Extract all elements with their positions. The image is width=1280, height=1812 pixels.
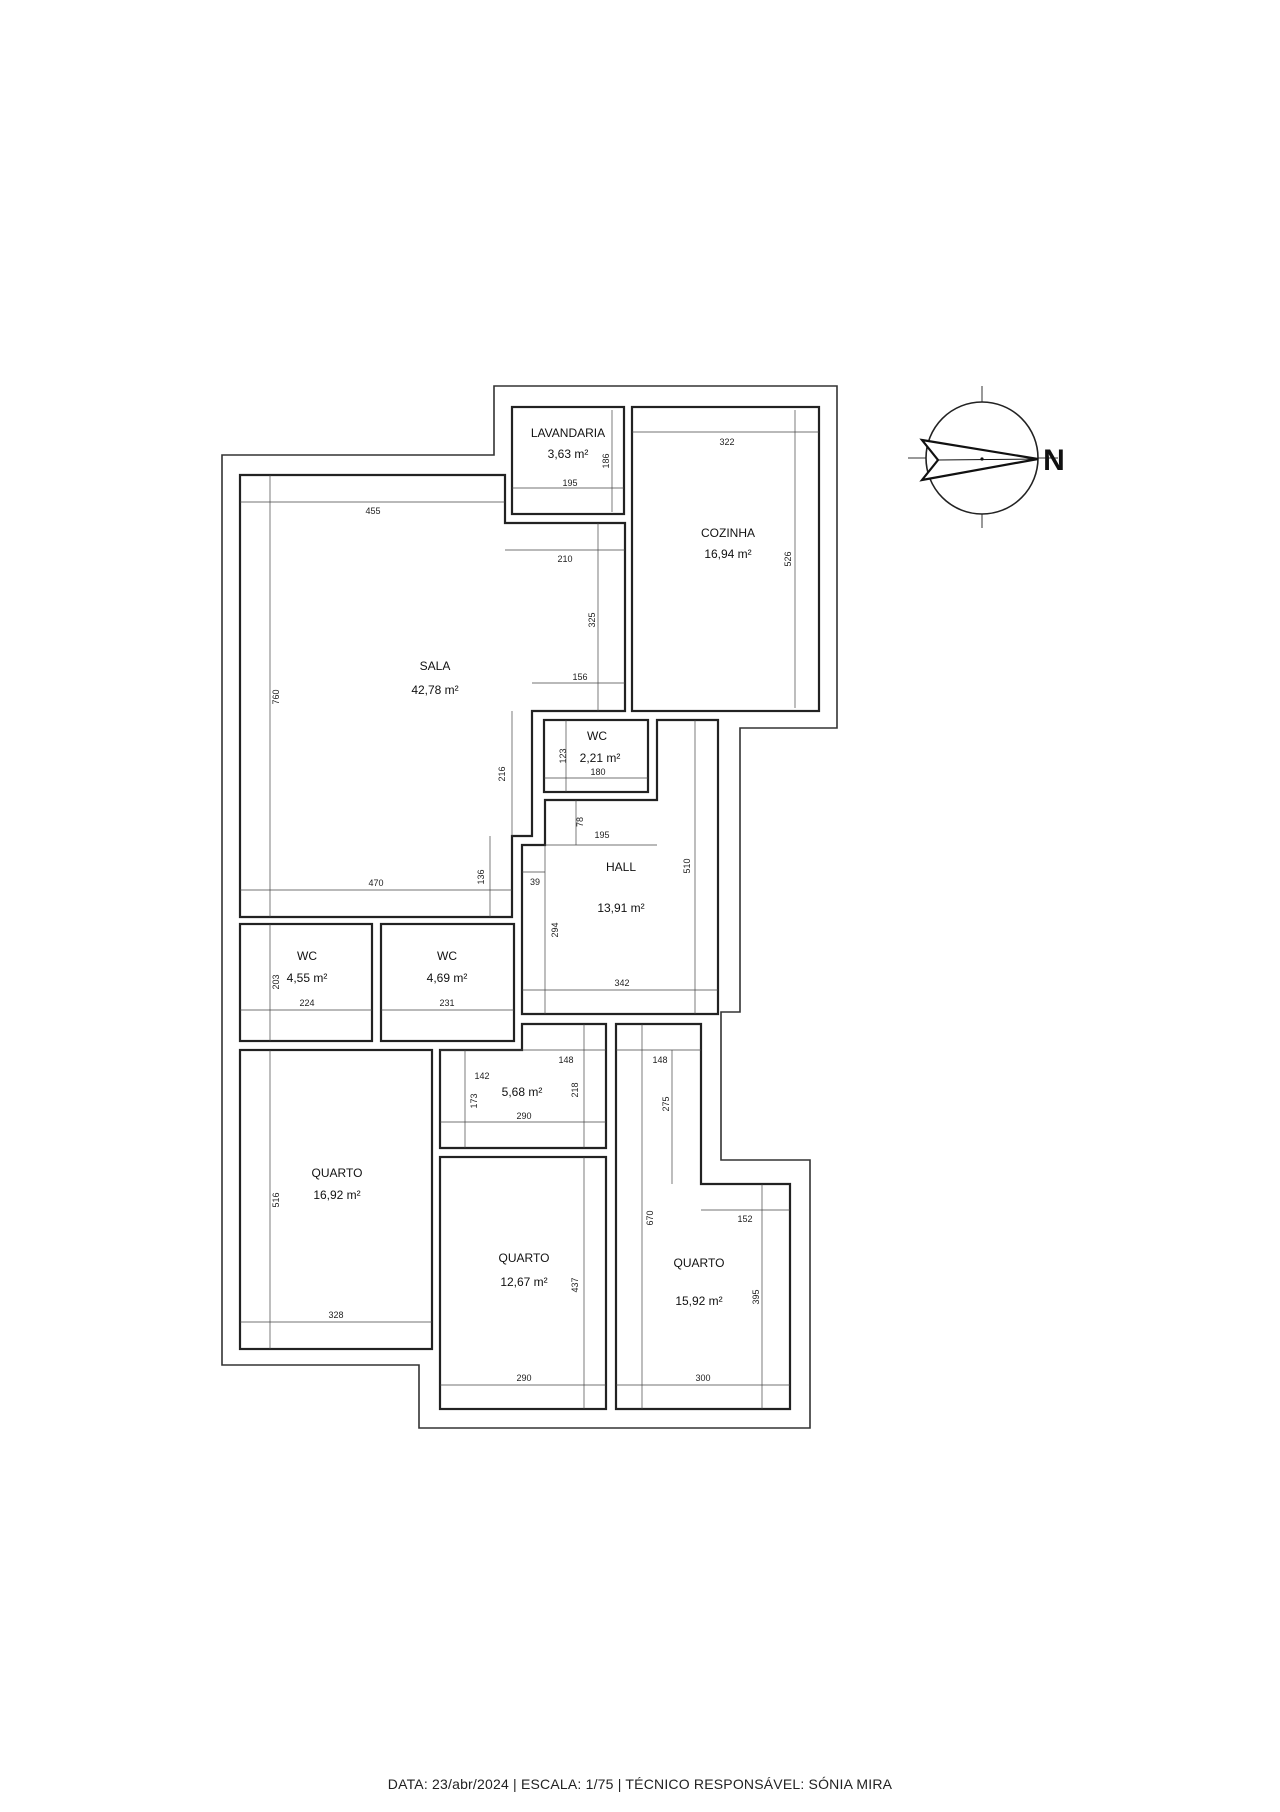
wc-left-walls <box>238 922 374 1043</box>
dimension-lines <box>240 410 819 1409</box>
outer-walls <box>221 385 838 1429</box>
dim-cl-218: 218 <box>570 1082 580 1097</box>
cozinha-area: 16,94 m² <box>704 547 751 561</box>
lavandaria-name: LAVANDARIA <box>531 426 605 440</box>
sala-name: SALA <box>420 659 451 673</box>
dim-qr-152: 152 <box>737 1214 752 1224</box>
quarto-left-name: QUARTO <box>312 1166 363 1180</box>
wc-mid-area: 4,69 m² <box>427 971 468 985</box>
dim-cl-290: 290 <box>516 1111 531 1121</box>
dim-sala-136: 136 <box>476 869 486 884</box>
dim-hall-294: 294 <box>550 922 560 937</box>
dim-sala-top: 455 <box>365 506 380 516</box>
footer-info: DATA: 23/abr/2024 | ESCALA: 1/75 | TÉCNI… <box>387 1776 893 1792</box>
sala-walls <box>238 473 627 919</box>
dim-qr-148: 148 <box>652 1055 667 1065</box>
wc-small-area: 2,21 m² <box>580 751 621 765</box>
dim-wc-s-h: 123 <box>558 748 568 763</box>
dim-hall-510: 510 <box>682 858 692 873</box>
hall-walls <box>520 718 720 1016</box>
dim-lav-w: 195 <box>562 478 577 488</box>
dim-hall-w: 342 <box>614 978 629 988</box>
dim-wcl-h: 203 <box>271 974 281 989</box>
dim-wc-s-w: 180 <box>590 767 605 777</box>
dim-wcm-w: 231 <box>439 998 454 1008</box>
dim-sala-325: 325 <box>587 612 597 627</box>
dim-sala-step: 210 <box>557 554 572 564</box>
dim-hall-78: 78 <box>575 817 585 827</box>
dim-cl-142: 142 <box>474 1071 489 1081</box>
dim-qr-395: 395 <box>751 1289 761 1304</box>
dim-ql-w: 328 <box>328 1310 343 1320</box>
room-labels: LAVANDARIA 3,63 m² COZINHA 16,94 m² SALA… <box>287 426 755 1308</box>
quarto-left-walls <box>238 1048 434 1351</box>
dim-qm-h: 437 <box>570 1277 580 1292</box>
dimension-labels: 195 186 322 526 455 210 325 156 216 136 … <box>271 437 793 1383</box>
dim-sala-w: 470 <box>368 878 383 888</box>
dim-sala-216: 216 <box>497 766 507 781</box>
quarto-mid-walls <box>438 1155 608 1411</box>
sala-area: 42,78 m² <box>411 683 458 697</box>
closet-area: 5,68 m² <box>502 1085 543 1099</box>
hall-name: HALL <box>606 860 636 874</box>
quarto-mid-name: QUARTO <box>499 1251 550 1265</box>
dim-coz-w: 322 <box>719 437 734 447</box>
dim-lav-h: 186 <box>601 453 611 468</box>
room-walls <box>238 405 821 1411</box>
wc-mid-name: WC <box>437 949 457 963</box>
quarto-right-name: QUARTO <box>674 1256 725 1270</box>
wc-small-walls <box>542 718 650 794</box>
wc-left-name: WC <box>297 949 317 963</box>
dim-sala-156: 156 <box>572 672 587 682</box>
north-compass-icon: N <box>908 386 1065 528</box>
dim-hall-39: 39 <box>530 877 540 887</box>
wc-small-name: WC <box>587 729 607 743</box>
north-label: N <box>1043 444 1065 477</box>
dim-wcl-w: 224 <box>299 998 314 1008</box>
hall-area: 13,91 m² <box>597 901 644 915</box>
dim-ql-h: 516 <box>271 1192 281 1207</box>
dim-hall-195: 195 <box>594 830 609 840</box>
dim-cl-148: 148 <box>558 1055 573 1065</box>
wc-left-area: 4,55 m² <box>287 971 328 985</box>
quarto-left-area: 16,92 m² <box>313 1188 360 1202</box>
dim-qr-670: 670 <box>645 1210 655 1225</box>
dim-qr-275: 275 <box>661 1096 671 1111</box>
dim-cl-173: 173 <box>469 1093 479 1108</box>
wc-mid-walls <box>379 922 516 1043</box>
cozinha-name: COZINHA <box>701 526 755 540</box>
dim-qm-w: 290 <box>516 1373 531 1383</box>
quarto-right-area: 15,92 m² <box>675 1294 722 1308</box>
dim-coz-h: 526 <box>783 551 793 566</box>
dim-qr-300: 300 <box>695 1373 710 1383</box>
quarto-mid-area: 12,67 m² <box>500 1275 547 1289</box>
lavandaria-area: 3,63 m² <box>548 447 589 461</box>
dim-sala-h: 760 <box>271 689 281 704</box>
cozinha-walls <box>630 405 821 713</box>
lavandaria-walls <box>510 405 626 516</box>
quarto-right-walls <box>614 1022 792 1411</box>
